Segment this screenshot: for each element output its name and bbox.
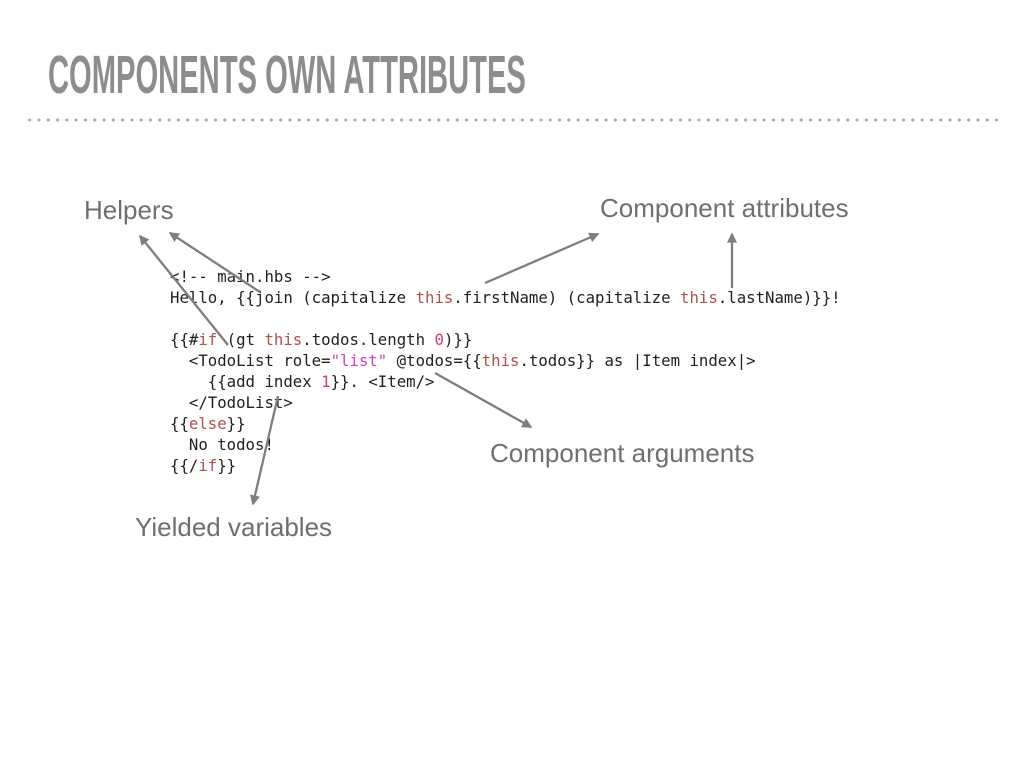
code-block: <!-- main.hbs --> Hello, {{join (capitali… xyxy=(170,266,841,476)
slide-title: COMPONENTS OWN ATTRIBUTES xyxy=(48,45,526,105)
dotted-divider xyxy=(25,118,1000,122)
code-line: {{add index 1}}. <Item/> xyxy=(170,372,435,391)
code-line: No todos! xyxy=(170,435,274,454)
code-line: <TodoList role="list" @todos={{this.todo… xyxy=(170,351,756,370)
code-line: <!-- main.hbs --> xyxy=(170,267,331,286)
label-helpers: Helpers xyxy=(84,195,174,225)
code-line: {{/if}} xyxy=(170,456,237,475)
code-line: </TodoList> xyxy=(170,393,293,412)
label-yielded-variables: Yielded variables xyxy=(135,512,333,542)
code-line xyxy=(170,308,841,329)
label-component-attributes: Component attributes xyxy=(600,193,849,223)
code-line: {{else}} xyxy=(170,414,246,433)
label-component-arguments: Component arguments xyxy=(490,438,755,468)
code-line: Hello, {{join (capitalize this.firstName… xyxy=(170,288,841,307)
code-line: {{#if (gt this.todos.length 0)}} xyxy=(170,330,473,349)
